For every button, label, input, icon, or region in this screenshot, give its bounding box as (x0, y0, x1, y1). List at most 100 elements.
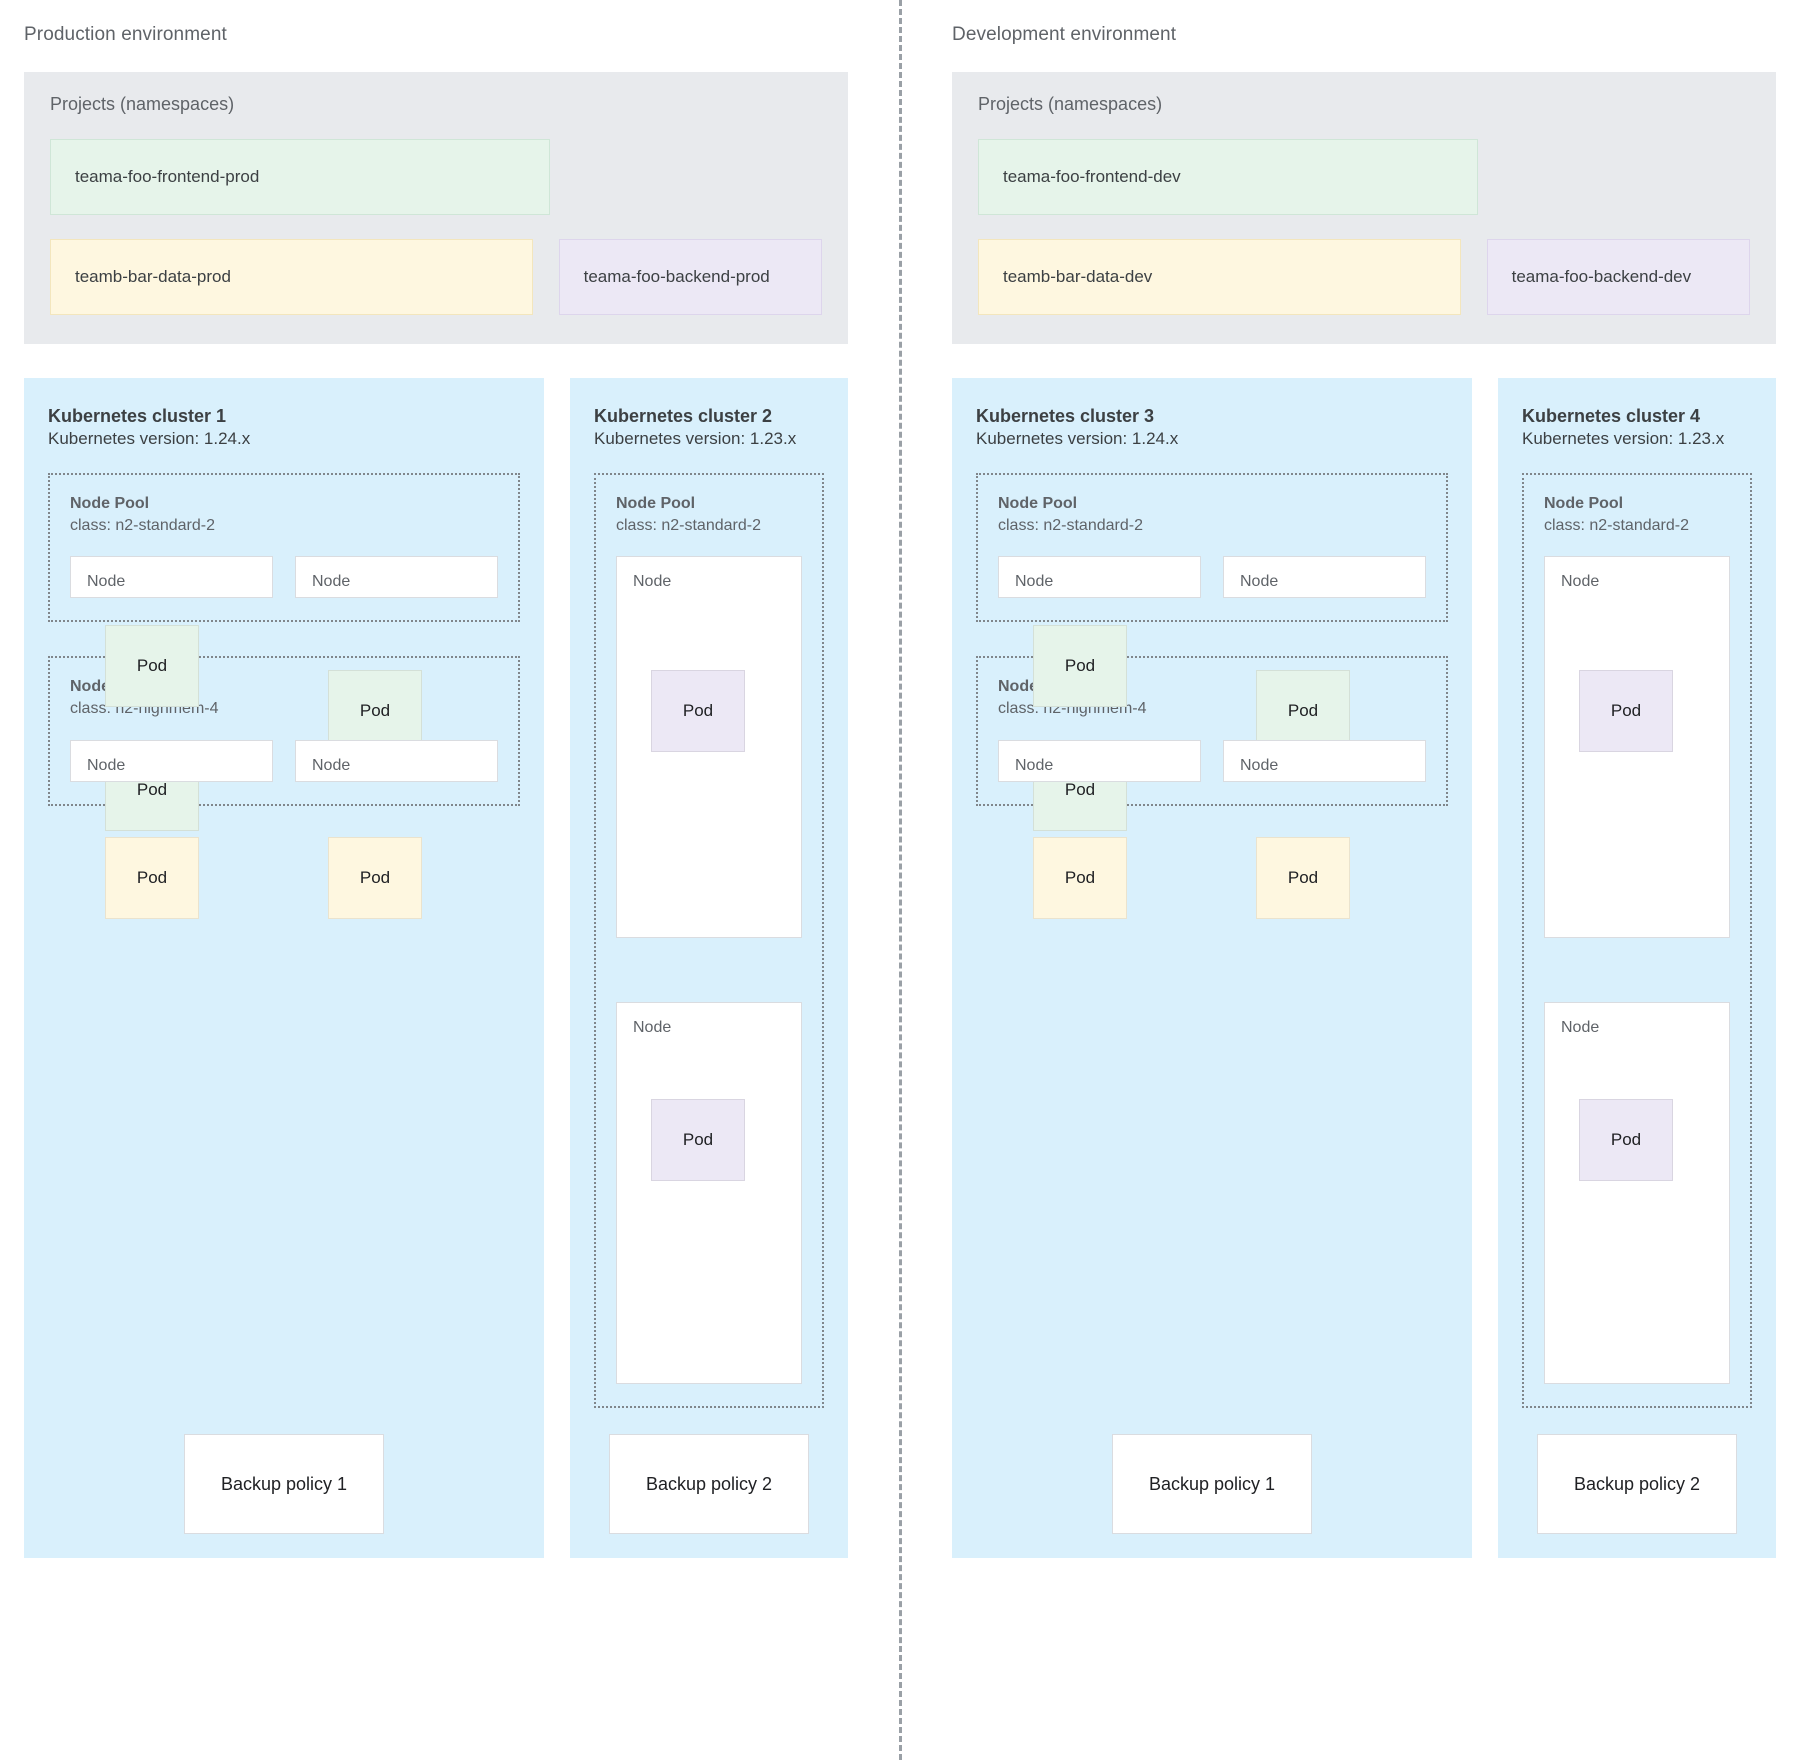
node-label: Node (1240, 756, 1279, 774)
pod[interactable]: Pod (651, 670, 745, 753)
backup-policy[interactable]: Backup policy 1 (184, 1434, 384, 1534)
node-label: Node (1561, 573, 1600, 591)
node-label: Node (312, 756, 351, 774)
pod[interactable]: Pod (1256, 836, 1350, 919)
node-pool-class: class: n2-standard-2 (1544, 516, 1689, 534)
clusters-container: Kubernetes cluster 1 Kubernetes version: … (24, 378, 848, 1558)
node-pool-name: Node Pool (998, 495, 1078, 513)
node-pool-name: Node Pool (1544, 495, 1624, 513)
namespace-row: teamb-bar-data-dev teama-foo-backend-dev (978, 239, 1750, 315)
cluster-version: Kubernetes version: 1.24.x (48, 429, 251, 449)
cluster-title: Kubernetes cluster 4 (1522, 406, 1701, 426)
namespace-chip[interactable]: teama-foo-backend-dev (1486, 239, 1750, 315)
node-body: Pod (1561, 597, 1713, 937)
backup-policy[interactable]: Backup policy 1 (1112, 1434, 1312, 1534)
backup-policy-container: Backup policy 2 (1522, 1408, 1752, 1534)
pod[interactable]: Pod (1579, 1099, 1673, 1182)
environment-title: Production environment (24, 24, 227, 45)
node-label: Node (87, 756, 126, 774)
pod[interactable]: Pod (1256, 670, 1350, 753)
node-label: Node (312, 573, 351, 591)
namespace-row: teamb-bar-data-prod teama-foo-backend-pro… (50, 239, 822, 315)
node-label: Node (1015, 756, 1054, 774)
cluster-title: Kubernetes cluster 1 (48, 406, 227, 426)
node-pool-name: Node Pool (70, 495, 150, 513)
cluster-version: Kubernetes version: 1.23.x (594, 429, 797, 449)
backup-policy-container: Backup policy 1 (48, 1408, 520, 1534)
namespace-chip[interactable]: teama-foo-frontend-prod (50, 139, 550, 215)
environment-divider (899, 0, 902, 1760)
pod[interactable]: Pod (105, 625, 199, 708)
node-pool-name: Node Pool (616, 495, 696, 513)
backup-policy-container: Backup policy 2 (594, 1408, 824, 1534)
namespaces-panel-title: Projects (namespaces) (978, 94, 1163, 114)
namespace-row: teama-foo-frontend-dev (978, 139, 1750, 215)
namespaces-panel: Projects (namespaces) teama-foo-frontend-… (952, 72, 1776, 344)
node-label: Node (87, 573, 126, 591)
clusters-container: Kubernetes cluster 3 Kubernetes version: … (952, 378, 1776, 1558)
pod[interactable]: Pod (1033, 625, 1127, 708)
node-label: Node (1015, 573, 1054, 591)
backup-policy-container: Backup policy 1 (976, 1408, 1448, 1534)
pod[interactable]: Pod (1579, 670, 1673, 753)
pod[interactable]: Pod (328, 836, 422, 919)
pod[interactable]: Pod (328, 670, 422, 753)
namespaces-panel: Projects (namespaces) teama-foo-frontend-… (24, 72, 848, 344)
cluster-version: Kubernetes version: 1.23.x (1522, 429, 1725, 449)
node-body: Pod (633, 597, 785, 937)
namespaces-panel-title: Projects (namespaces) (50, 94, 235, 114)
namespace-chip[interactable]: teama-foo-frontend-dev (978, 139, 1478, 215)
node-pool-class: class: n2-standard-2 (70, 516, 215, 534)
backup-policy[interactable]: Backup policy 2 (1537, 1434, 1737, 1534)
pod[interactable]: Pod (105, 836, 199, 919)
namespace-chip[interactable]: teama-foo-backend-prod (558, 239, 822, 315)
kubernetes-cluster: Kubernetes cluster 4 Kubernetes version: … (1498, 378, 1776, 1558)
namespace-chip[interactable]: teamb-bar-data-prod (50, 239, 533, 315)
backup-policy[interactable]: Backup policy 2 (609, 1434, 809, 1534)
node-body: Pod (1561, 1043, 1713, 1383)
kubernetes-cluster: Kubernetes cluster 1 Kubernetes version: … (24, 378, 544, 1558)
node-body: Pod (633, 1043, 785, 1383)
node-pool-class: class: n2-standard-2 (998, 516, 1143, 534)
cluster-title: Kubernetes cluster 3 (976, 406, 1155, 426)
pod[interactable]: Pod (651, 1099, 745, 1182)
cluster-title: Kubernetes cluster 2 (594, 406, 773, 426)
node-pool-class: class: n2-standard-2 (616, 516, 761, 534)
kubernetes-cluster: Kubernetes cluster 3 Kubernetes version: … (952, 378, 1472, 1558)
environment-title: Development environment (952, 24, 1177, 45)
cluster-version: Kubernetes version: 1.24.x (976, 429, 1179, 449)
node-label: Node (1561, 1019, 1600, 1037)
kubernetes-cluster: Kubernetes cluster 2 Kubernetes version: … (570, 378, 848, 1558)
pod[interactable]: Pod (1033, 836, 1127, 919)
namespace-row: teama-foo-frontend-prod (50, 139, 822, 215)
namespace-chip[interactable]: teamb-bar-data-dev (978, 239, 1461, 315)
node-label: Node (633, 1019, 672, 1037)
node-label: Node (633, 573, 672, 591)
node-label: Node (1240, 573, 1279, 591)
